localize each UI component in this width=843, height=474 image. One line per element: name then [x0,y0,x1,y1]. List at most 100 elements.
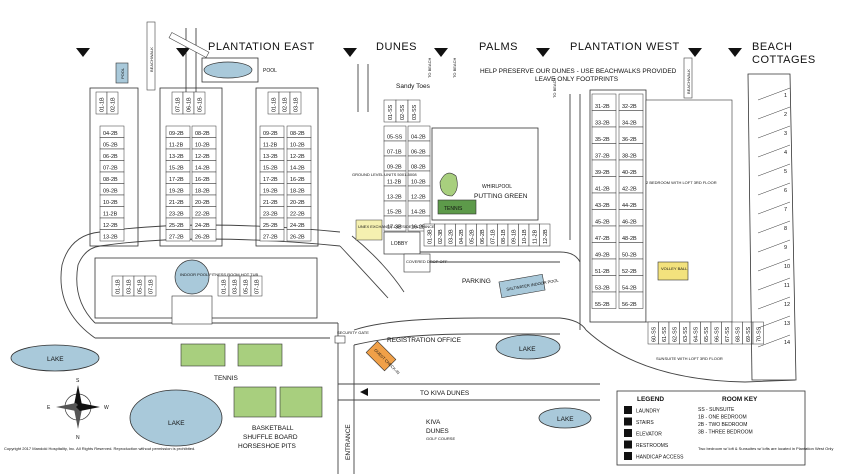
compass-needle [56,403,80,411]
compass-e: E [47,405,51,411]
to-beach-label: TO BEACH [427,58,432,78]
lake-label: LAKE [47,356,64,363]
lake-east [495,334,561,360]
cottage-divider [757,296,791,310]
lake-west [10,344,100,372]
guest-check-in [365,340,397,372]
unit-label: 62-SS [672,326,678,342]
unit-label: 53-2B [595,286,610,292]
unit-label: 14-2B [290,166,305,172]
compass-s: S [76,378,80,384]
unit-label: 20-2B [195,200,210,206]
unit-label: 49-2B [595,253,610,259]
unit-cell [286,229,312,242]
basketball-court-2 [279,386,323,418]
unit-label: 20-2B [290,200,305,206]
unit-label: 16-2B [195,177,210,183]
cottage-label: 7 [784,207,787,213]
unit-label: 45-2B [595,220,610,226]
cottage-label: 10 [784,264,790,270]
unit-label: 01-1B [222,279,228,294]
legend-symbol [624,452,632,460]
unit-label: 09-2B [387,165,402,171]
unit-label: 69-SS [746,326,752,342]
unit-label: 07-1B [176,97,182,112]
unit-cell [193,91,206,115]
cottage-label: 3 [784,131,787,137]
copyright: Copyright 2017 Mandoki Hospitality, Inc.… [4,446,195,451]
unit-label: 07-1B [490,229,496,244]
pw-unit-grid: 31-2B33-2B35-2B37-2B39-2B41-2B43-2B45-2B… [591,93,764,345]
unit-label: 65-SS [704,326,710,342]
unit-label: 14-2B [411,210,426,216]
unit-label: 40-2B [622,170,637,176]
unit-label: 03-1B [294,97,300,112]
unit-label: 31-2B [595,104,610,110]
road-dunes [339,235,405,299]
unit-label: 01-SS [388,104,394,120]
parking-label: PARKING [462,278,491,285]
unit-label: 17-2B [169,177,184,183]
loft-2br-label: 2 BEDROOM WITH LOFT 3RD FLOOR [646,180,717,185]
unit-label: 09-1B [511,229,517,244]
cottage-label: 12 [784,302,790,308]
unit-label: 01-1B [272,97,278,112]
unit-label: 68-SS [735,326,741,342]
marker-triangle [176,48,190,57]
basketball-label: BASKETBALL [252,425,294,432]
tennis-court [437,199,477,215]
cottage-divider [757,220,791,234]
arrow-left [360,388,368,396]
unit-label: 02-1B [283,97,289,112]
road-kiva [338,383,600,401]
road-main [60,231,338,339]
pe-pool [203,61,253,79]
road-registration [353,317,587,346]
unit-label: 32-2B [622,104,637,110]
unit-label: 04-2B [411,135,426,141]
unit-label: 11-2B [387,180,402,186]
unit-label: 09-2B [103,189,118,195]
tennis-label: TENNIS [444,206,463,212]
section-palms: PALMS [479,41,518,53]
unit-label: 13-2B [387,195,402,201]
security-gate [334,335,346,344]
logo: Sandy Toes [396,83,431,90]
tennis-label: TENNIS [214,375,239,382]
unit-label: 55-2B [595,302,610,308]
kiva-logo-line3: GOLF COURSE [426,436,455,441]
unit-label: 05-1B [244,279,250,294]
compass-w: W [104,405,109,411]
dunes-notice-line1: HELP PRESERVE OUR DUNES - USE BEACHWALKS… [480,68,677,75]
ground-units-label: GROUND LEVEL UNITS 5001-5008 [352,172,417,177]
legend-box [616,390,806,466]
road-pw-bottom [585,329,796,383]
unit-cell [407,99,421,123]
cottage-divider [757,239,791,253]
marker-triangle [728,48,742,57]
legend-label: RESTROOMS [636,443,669,449]
unit-label: 16-2B [411,225,426,231]
unit-label: 12-2B [411,195,426,201]
section-beach-cottages-line2: COTTAGES [752,54,816,66]
putting-green-label: PUTTING GREEN [474,193,528,200]
cottage-divider [757,106,791,120]
courtyard [171,295,213,325]
legend-symbol [624,406,632,414]
cottage-divider [757,125,791,139]
beachwalk-path [168,32,210,58]
unit-label: 11-2B [103,212,118,218]
pool-label: POOL [263,68,277,74]
pool-label: POOL [120,67,125,79]
palms-area: WHIRLPOOL PUTTING GREEN TENNIS Sandy Toe… [396,83,539,221]
registration-office-label: REGISTRATION OFFICE [387,337,462,344]
unit-label: 13-2B [169,154,184,160]
unit-label: 12-2B [103,223,118,229]
unit-label: 14-2B [195,166,210,172]
unit-label: 38-2B [622,154,637,160]
